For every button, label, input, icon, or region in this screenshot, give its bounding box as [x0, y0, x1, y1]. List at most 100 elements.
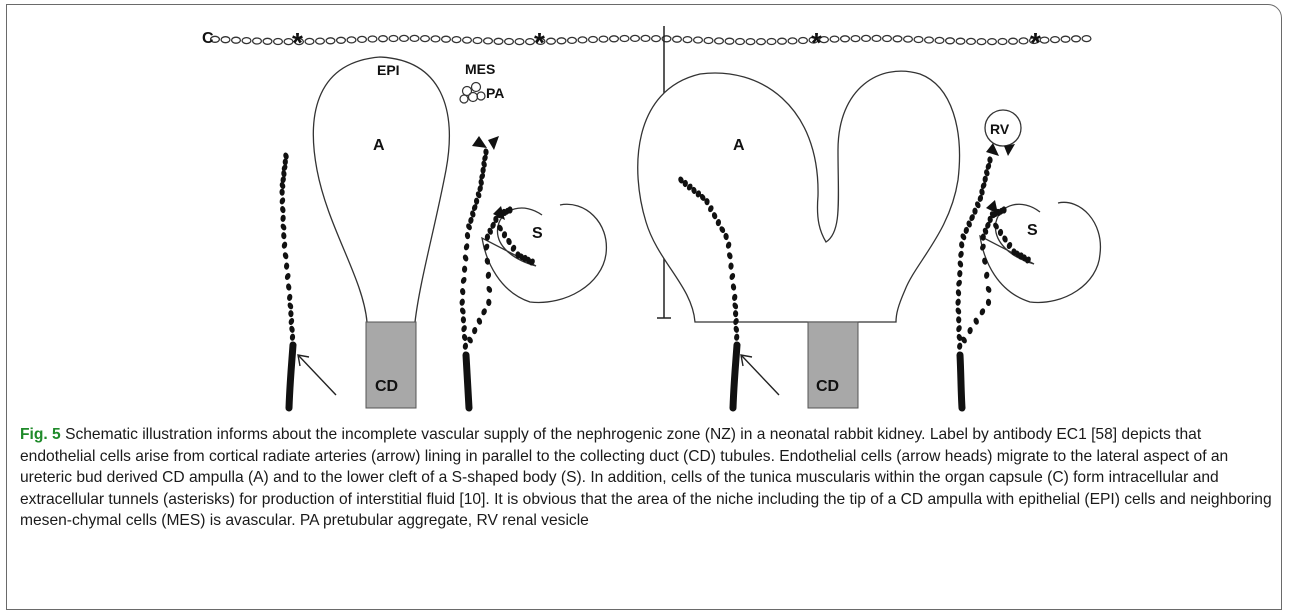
capsule-cell [851, 36, 860, 42]
endothelial-cell [462, 254, 469, 263]
capsule-cell [652, 36, 661, 42]
capsule-cell [914, 37, 923, 43]
capsule-cell [599, 36, 608, 42]
endothelial-cell [957, 270, 963, 277]
endothelial-cell [461, 316, 466, 323]
capsule-cell [872, 35, 881, 41]
capsule-cell [904, 36, 913, 42]
endothelial-cell [979, 188, 985, 196]
capsule-cell [893, 36, 902, 42]
capsule-cell [1009, 38, 1018, 44]
capsule-cell [631, 35, 640, 41]
capsule-cell [788, 38, 797, 44]
endothelial-cell [957, 250, 964, 258]
endothelial-cell [977, 194, 984, 202]
endothelial-cell [282, 152, 289, 161]
endothelial-cell [955, 298, 962, 306]
capsule-cell [242, 38, 251, 44]
endothelial-cell [734, 333, 740, 341]
capsule-cell [883, 36, 892, 42]
capsule-cell [736, 39, 745, 45]
capsule-cell [557, 38, 566, 44]
endothelial-cell [463, 243, 470, 251]
capsule-cell [1061, 36, 1070, 42]
endothelial-cell [284, 272, 292, 281]
capsule-cell [253, 38, 262, 44]
capsule-cell [925, 37, 934, 43]
capsule-cell [988, 39, 997, 45]
capsule-cell [799, 38, 808, 44]
ampulla-right [638, 71, 960, 322]
endothelial-cell [459, 288, 465, 296]
capsule-cell [967, 38, 976, 44]
capsule-cell [431, 36, 440, 42]
capsule-cell [778, 38, 787, 44]
capsule-cell [620, 36, 629, 42]
capsule-cell [337, 37, 346, 43]
endothelial-cell [967, 327, 973, 335]
endothelial-cell [986, 299, 991, 306]
pretubular-aggregate [460, 83, 485, 104]
endothelial-cell [287, 302, 295, 311]
endothelial-cell [983, 271, 990, 279]
endothelial-cell [955, 324, 962, 333]
figure-label: Fig. 5 [20, 426, 61, 443]
capsule-cell [547, 38, 556, 44]
capsule-cell [316, 38, 325, 44]
endothelial-cell [957, 260, 964, 269]
s-body-label: S [1027, 222, 1038, 239]
capsule-cell [232, 37, 241, 43]
endothelial-cell [462, 342, 468, 350]
tunnel-asterisk: * [811, 27, 822, 58]
endothelial-cell [956, 316, 961, 323]
capsule-cell [421, 36, 430, 42]
capsule-cell [683, 37, 692, 43]
endothelial-cell [465, 232, 471, 240]
capsule-cell [473, 38, 482, 44]
collecting-duct-right [808, 322, 858, 408]
capsule-cell [946, 38, 955, 44]
capsule-cell [494, 38, 503, 44]
endothelial-cell [459, 298, 466, 306]
endothelial-cell [483, 148, 489, 156]
endothelial-cell [485, 285, 493, 294]
endothelial-cell [963, 226, 969, 234]
endothelial-cell [282, 251, 289, 260]
capsule-cell [358, 36, 367, 42]
capsule-cell [515, 39, 524, 45]
capsule-cell [1072, 36, 1081, 42]
capsule-cell [347, 37, 356, 43]
capsule-cell [1051, 37, 1060, 43]
endothelial-cell [461, 333, 468, 341]
capsule-cell [673, 36, 682, 42]
capsule-cell [715, 38, 724, 44]
capsule-cell [767, 39, 776, 45]
endothelial-cell [279, 189, 284, 196]
tunnel-asterisk: * [534, 27, 545, 58]
capsule-cell [221, 37, 230, 43]
capsule-cell [862, 35, 871, 41]
capsule-cell [400, 35, 409, 41]
endothelial-cell [289, 333, 295, 341]
endothelial-cell [972, 208, 977, 215]
collecting-duct-label: CD [375, 378, 398, 395]
endothelial-cell [462, 265, 468, 272]
endothelial-cell [286, 293, 293, 301]
capsule-cell [1040, 37, 1049, 43]
endothelial-cell [289, 325, 296, 333]
endothelial-cell [281, 232, 287, 240]
endothelial-cell [959, 241, 965, 249]
capsule-cell [704, 38, 713, 44]
capsule-cell [998, 39, 1007, 45]
capsule-cell [746, 39, 755, 45]
endothelial-cell [288, 317, 295, 326]
capsule-cell [841, 36, 850, 42]
endothelial-cell [465, 222, 473, 231]
capsule-cell [274, 39, 283, 45]
endothelial-cell [281, 241, 288, 249]
endothelial-cell [279, 197, 287, 206]
endothelial-cell [459, 307, 467, 316]
endothelial-cell [284, 262, 290, 269]
endothelial-cell [983, 169, 990, 178]
endothelial-cell [973, 317, 980, 325]
